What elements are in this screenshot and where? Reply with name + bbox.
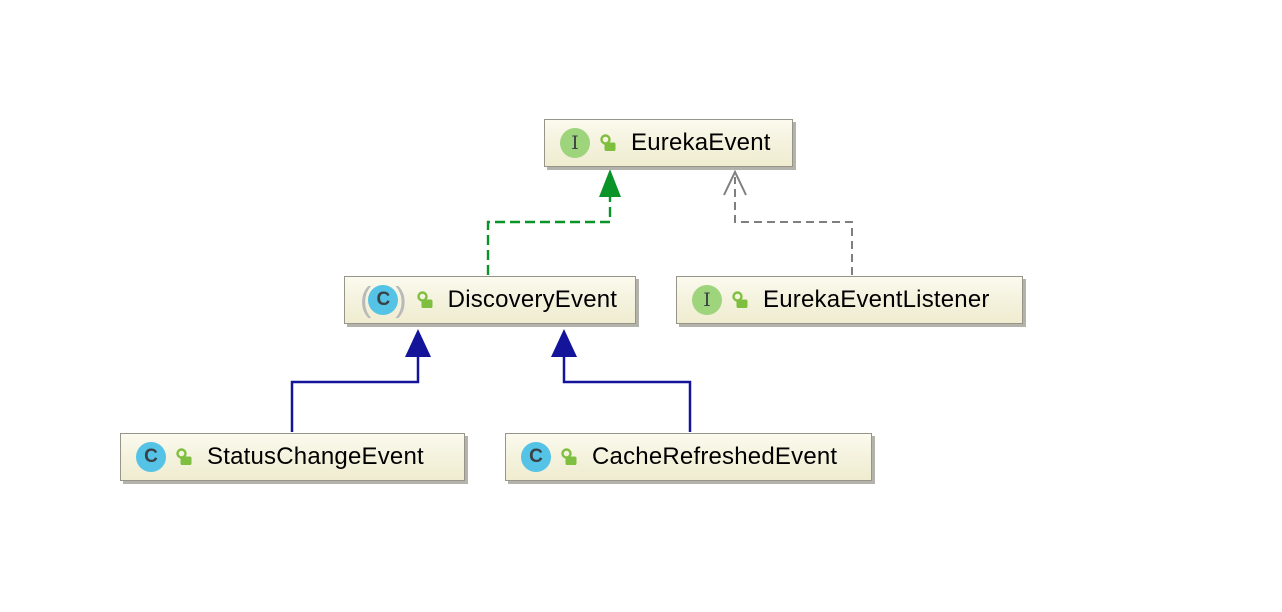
node-label: CacheRefreshedEvent bbox=[592, 443, 838, 470]
edge-dependency-eurekaeventlistener-to-eurekaevent[interactable] bbox=[723, 169, 853, 275]
interface-icon: I bbox=[560, 128, 590, 158]
node-status-change-event[interactable]: C StatusChangeEvent bbox=[120, 433, 465, 481]
node-label: EurekaEventListener bbox=[763, 286, 990, 313]
implements-edge-line[interactable] bbox=[486, 197, 612, 275]
abstract-paren-left: ( bbox=[360, 281, 372, 319]
abstract-paren-right: ) bbox=[395, 281, 407, 319]
node-label: StatusChangeEvent bbox=[207, 443, 424, 470]
public-unlocked-icon bbox=[598, 133, 618, 153]
extends-arrowhead-icon bbox=[405, 329, 431, 357]
node-discovery-event[interactable]: ( C ) DiscoveryEvent bbox=[344, 276, 636, 324]
dependency-open-arrowhead-icon bbox=[723, 169, 747, 196]
edge-extends-cacherefreshedevent-to-discoveryevent[interactable] bbox=[551, 329, 692, 432]
node-eureka-event-listener[interactable]: I EurekaEventListener bbox=[676, 276, 1023, 324]
abstract-class-icon: ( C ) bbox=[360, 281, 407, 319]
class-icon: C bbox=[521, 442, 551, 472]
interface-icon: I bbox=[692, 285, 722, 315]
public-unlocked-icon bbox=[730, 290, 750, 310]
public-unlocked-icon bbox=[415, 290, 435, 310]
edge-implements-discoveryevent-to-eurekaevent[interactable] bbox=[486, 169, 621, 275]
node-cache-refreshed-event[interactable]: C CacheRefreshedEvent bbox=[505, 433, 872, 481]
dependency-edge-line[interactable] bbox=[734, 177, 853, 275]
class-icon: C bbox=[368, 285, 399, 315]
class-icon: C bbox=[136, 442, 166, 472]
public-unlocked-icon bbox=[559, 447, 579, 467]
node-label: EurekaEvent bbox=[631, 129, 771, 156]
extends-edge-line[interactable] bbox=[290, 356, 420, 432]
extends-edge-line[interactable] bbox=[562, 356, 692, 432]
public-unlocked-icon bbox=[174, 447, 194, 467]
edge-extends-statuschangeevent-to-discoveryevent[interactable] bbox=[290, 329, 431, 432]
node-label: DiscoveryEvent bbox=[447, 286, 618, 313]
node-eureka-event[interactable]: I EurekaEvent bbox=[544, 119, 793, 167]
extends-arrowhead-icon bbox=[551, 329, 577, 357]
implements-arrowhead-icon bbox=[599, 169, 621, 197]
